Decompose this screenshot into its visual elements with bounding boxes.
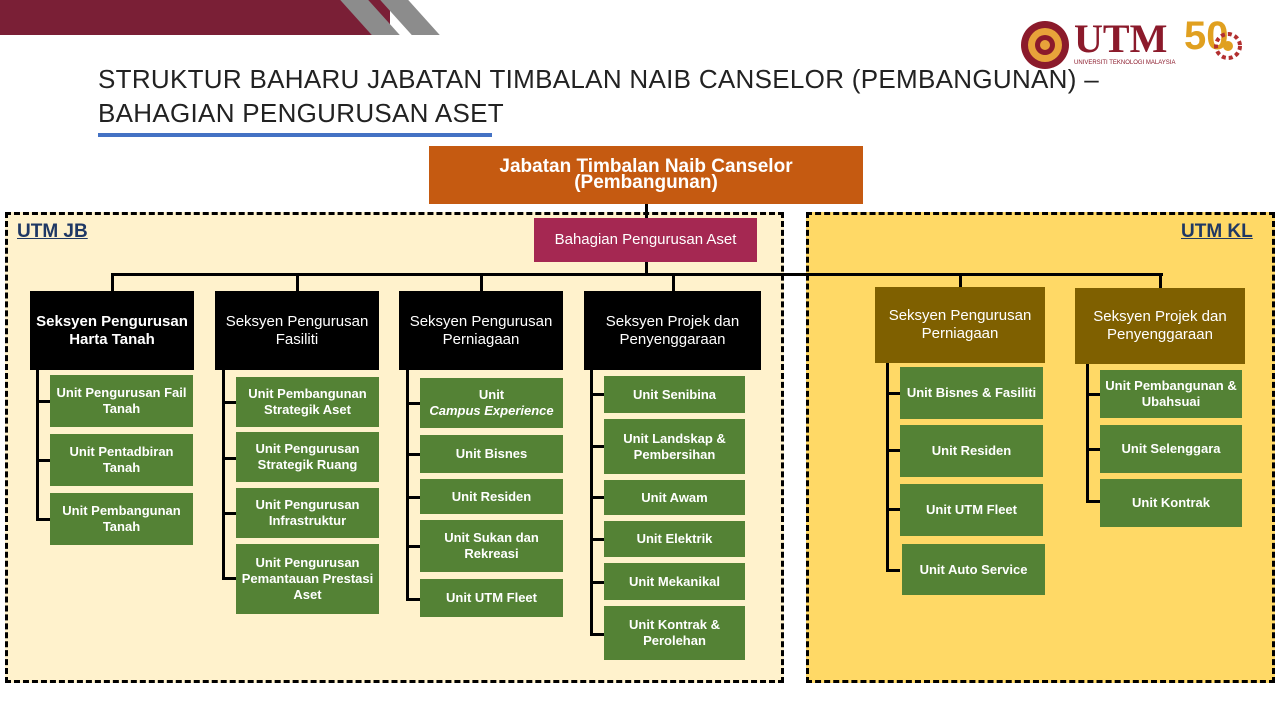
unit-connector	[1086, 500, 1100, 503]
unit-connector	[590, 445, 604, 448]
title-line-1: STRUKTUR BAHARU JABATAN TIMBALAN NAIB CA…	[98, 64, 1099, 94]
unit-connector	[222, 401, 236, 404]
section-fasiliti: Seksyen Pengurusan Fasiliti	[215, 291, 379, 370]
title-line-2: BAHAGIAN PENGURUSAN ASET	[98, 98, 504, 128]
unit-connector	[1086, 393, 1100, 396]
unit-connector	[36, 400, 50, 403]
unit-connector	[886, 392, 900, 395]
unit-connector	[406, 453, 420, 456]
unit-box: Unit Elektrik	[604, 521, 745, 557]
unit-connector	[406, 370, 409, 601]
utm-logo-text: UTM	[1074, 16, 1168, 61]
unit-connector	[590, 633, 604, 636]
unit-box: Unit Pengurusan Strategik Ruang	[236, 432, 379, 482]
anniversary-gear-icon	[1214, 32, 1242, 60]
unit-connector	[886, 362, 889, 572]
unit-box: Unit Campus Experience	[420, 378, 563, 428]
unit-connector	[590, 581, 604, 584]
unit-box: Unit Landskap & Pembersihan	[604, 419, 745, 474]
unit-box: Unit Pengurusan Fail Tanah	[50, 375, 193, 427]
connector-sec-kl-1	[959, 273, 962, 288]
unit-box: Unit Pembangunan Strategik Aset	[236, 377, 379, 427]
unit-connector	[590, 393, 604, 396]
unit-connector	[406, 545, 420, 548]
utm-logo-subtext: UNIVERSITI TEKNOLOGI MALAYSIA	[1074, 60, 1176, 66]
unit-connector	[406, 598, 420, 601]
connector-sec-3	[480, 273, 483, 291]
unit-connector	[222, 457, 236, 460]
unit-box: Unit UTM Fleet	[900, 484, 1043, 536]
unit-box: Unit Pengurusan Infrastruktur	[236, 488, 379, 538]
unit-box: Unit Pembangunan Tanah	[50, 493, 193, 545]
unit-box: Unit Bisnes & Fasiliti	[900, 367, 1043, 419]
org-bahagian-box: Bahagian Pengurusan Aset	[534, 218, 757, 262]
unit-connector	[36, 370, 39, 521]
section-harta-tanah: Seksyen Pengurusan Harta Tanah	[30, 291, 194, 370]
connector-sec-kl-2	[1159, 273, 1162, 288]
unit-box: Unit Awam	[604, 480, 745, 515]
unit-box: Unit Kontrak	[1100, 479, 1242, 527]
section-projek-jb: Seksyen Projek dan Penyenggaraan	[584, 291, 761, 370]
unit-campus-experience: Campus Experience	[429, 403, 554, 418]
anniversary-number: 50	[1184, 14, 1229, 58]
unit-box: Unit Residen	[420, 479, 563, 514]
unit-box: Unit Senibina	[604, 376, 745, 413]
section-perniagaan-kl: Seksyen Pengurusan Perniagaan	[875, 287, 1045, 363]
header-bar	[0, 0, 390, 35]
unit-connector	[590, 496, 604, 499]
unit-prefix: Unit	[478, 387, 505, 402]
unit-box: Unit Pengurusan Pemantauan Prestasi Aset	[236, 544, 379, 614]
unit-connector	[36, 459, 50, 462]
region-label-jb: UTM JB	[17, 221, 88, 242]
page-title: STRUKTUR BAHARU JABATAN TIMBALAN NAIB CA…	[98, 62, 1108, 130]
org-top-box: Jabatan Timbalan Naib Canselor (Pembangu…	[429, 146, 863, 204]
unit-box: Unit Auto Service	[902, 544, 1045, 595]
unit-connector	[886, 508, 900, 511]
unit-connector	[590, 538, 604, 541]
utm-logo: UTM UNIVERSITI TEKNOLOGI MALAYSIA	[1018, 16, 1175, 74]
unit-box: Unit Mekanikal	[604, 563, 745, 600]
utm-crest-icon	[1021, 21, 1069, 69]
unit-box: Unit Selenggara	[1100, 425, 1242, 473]
unit-box: Unit Bisnes	[420, 435, 563, 473]
unit-connector	[222, 370, 225, 580]
anniversary-logo: 50	[1182, 14, 1246, 72]
unit-connector	[406, 402, 420, 405]
unit-box: Unit Sukan dan Rekreasi	[420, 520, 563, 572]
connector-main-horizontal	[111, 273, 1163, 276]
unit-connector	[222, 512, 236, 515]
unit-connector	[222, 577, 236, 580]
region-label-kl: UTM KL	[1181, 221, 1253, 242]
unit-connector	[590, 370, 593, 636]
unit-connector	[1086, 362, 1089, 503]
connector-sec-2	[296, 273, 299, 291]
unit-connector	[406, 496, 420, 499]
unit-box: Unit Pentadbiran Tanah	[50, 434, 193, 486]
section-perniagaan-jb: Seksyen Pengurusan Perniagaan	[399, 291, 563, 370]
unit-connector	[1086, 448, 1100, 451]
connector-sec-1	[111, 273, 114, 291]
unit-box: Unit Kontrak & Perolehan	[604, 606, 745, 660]
unit-box: Unit Residen	[900, 425, 1043, 477]
unit-box: Unit UTM Fleet	[420, 579, 563, 617]
title-underline	[98, 133, 492, 137]
unit-connector	[36, 518, 50, 521]
unit-box: Unit Pembangunan & Ubahsuai	[1100, 370, 1242, 418]
unit-connector	[886, 569, 900, 572]
section-projek-kl: Seksyen Projek dan Penyenggaraan	[1075, 288, 1245, 364]
unit-connector	[886, 449, 900, 452]
connector-sec-4	[672, 273, 675, 291]
